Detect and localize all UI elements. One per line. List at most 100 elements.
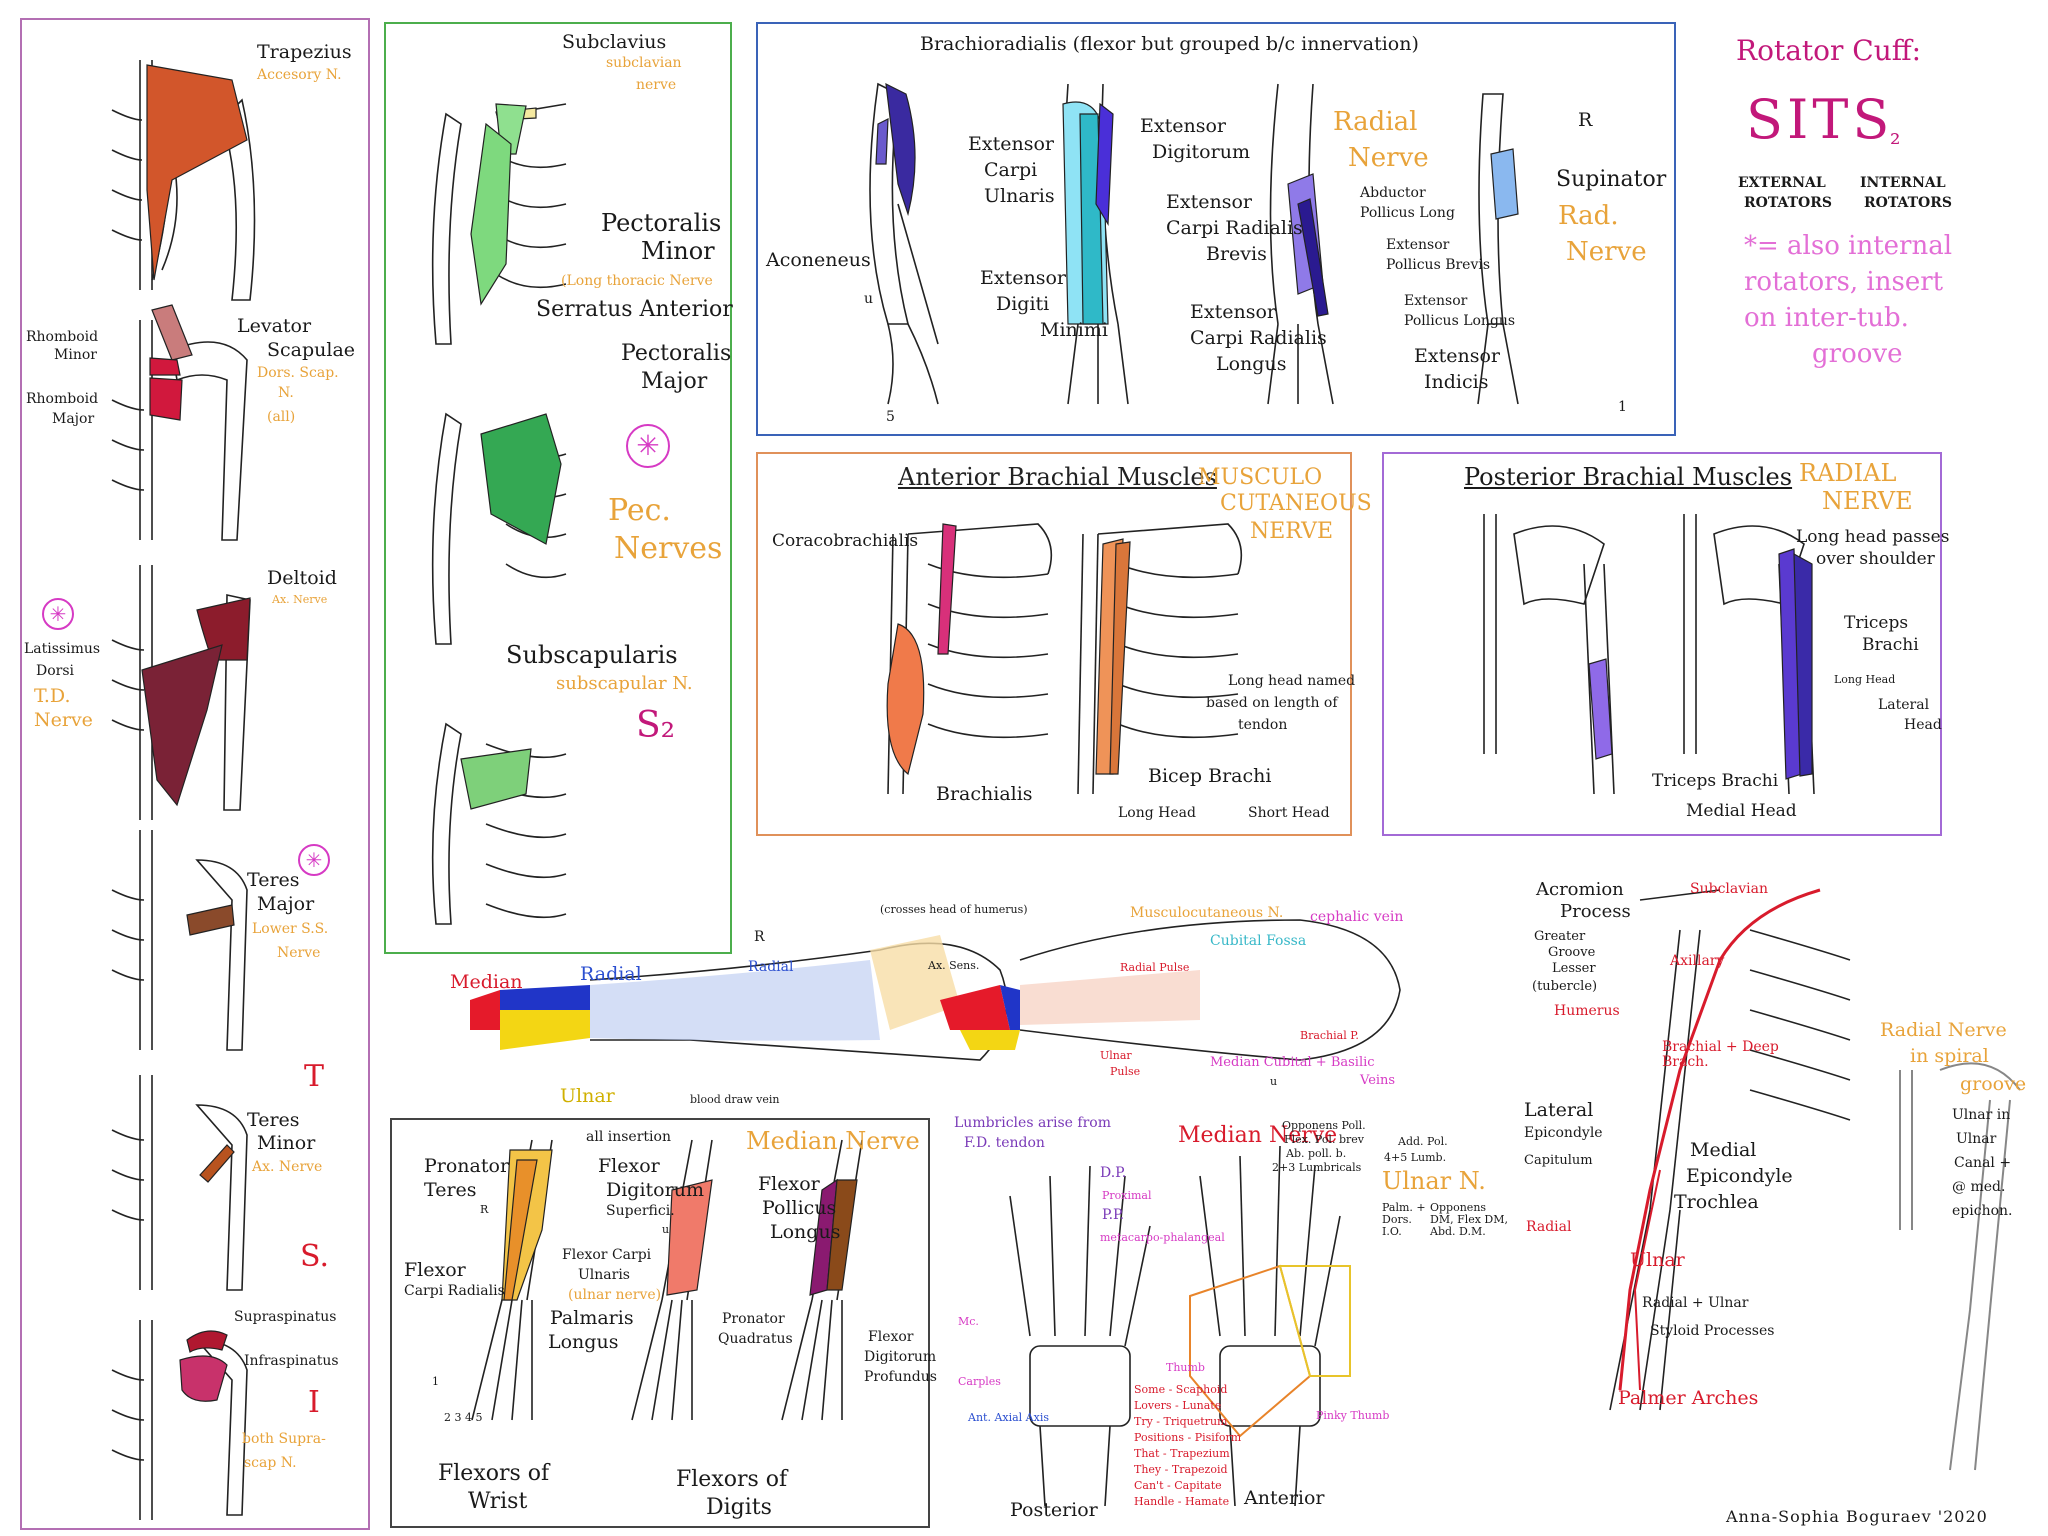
author-signature: Anna-Sophia Boguraev '2020 [1726, 1507, 1988, 1526]
label-deltoid-nerve: Ax. Nerve [272, 593, 328, 606]
mnemonic-5: That - Trapezium [1134, 1447, 1230, 1460]
external-rotators-2: ROTATORS [1744, 195, 1832, 211]
asterisk-icon: ✳ [298, 844, 330, 876]
coracobrachialis-muscle [937, 523, 957, 655]
label-brachialis: Brachialis [936, 783, 1033, 805]
subscapularis-muscle [460, 748, 532, 810]
label-acromion-2: Process [1560, 901, 1631, 922]
label-edm-3: Minimi [1040, 319, 1108, 341]
label-teres: Teres [247, 869, 300, 891]
sits-acronym: SITS [1746, 88, 1894, 151]
label-anterior: Anterior [1244, 1487, 1325, 1509]
label-r: R [754, 929, 765, 945]
label-supinator: Supinator [1556, 167, 1667, 192]
label-pec-major-1: Pectoralis [621, 341, 732, 366]
label-radial: RADIAL [1799, 459, 1897, 487]
label-scap-n: scap N. [244, 1455, 297, 1471]
panel-posterior-brachial: Posterior Brachial Muscles RADIAL NERVE … [1382, 452, 1949, 836]
label-ecrb-3: Brevis [1206, 243, 1267, 265]
label-medial-1: Medial [1690, 1139, 1757, 1161]
posterior-brachial-figures [1483, 514, 1815, 795]
label-rad: Rad. [1558, 201, 1619, 231]
label-musc-nerve: NERVE [1250, 519, 1334, 544]
label-right-side: R [1578, 109, 1593, 131]
extensor-digitorum-line [1095, 102, 1114, 227]
label-ab-poll: Ab. poll. b. [1286, 1147, 1347, 1160]
label-cephalic: cephalic vein [1310, 909, 1404, 925]
pectoral-figures [431, 103, 567, 925]
supinator-muscle [1490, 148, 1519, 220]
panel-back-muscles: Trapezius Accesory N. Levator Scapulae D… [20, 18, 370, 1530]
label-fcu-3: (ulnar nerve) [568, 1287, 662, 1303]
label-subclavian: Subclavian [1690, 881, 1768, 897]
label-major: Major [257, 893, 315, 915]
label-long-head: Long Head [1118, 805, 1196, 821]
label-fds-3: Superfici. [606, 1203, 675, 1219]
label-fds-2: Digitorum [606, 1179, 704, 1201]
label-styloid-2: Styloid Processes [1650, 1323, 1775, 1339]
label-subclavian-nerve: subclavian [606, 55, 682, 71]
label-median-nerve: Median Nerve [1178, 1123, 1338, 1148]
label-spiral-2: in spiral [1910, 1045, 1989, 1067]
label-fcr-2: Carpi Radialis [404, 1283, 505, 1299]
mnemonic-2: Lovers - Lunate [1134, 1399, 1222, 1412]
label-flex-r: R [480, 1203, 489, 1216]
label-rhomboid-major-1: Rhomboid [26, 391, 99, 407]
label-lateral-1: Lateral [1524, 1099, 1594, 1121]
note-line-2: rotators, insert [1744, 267, 1944, 297]
label-cubital: Cubital Fossa [1210, 933, 1307, 949]
label-ecu-1: Extensor [968, 133, 1054, 155]
back-muscle-figures [111, 60, 256, 1520]
label-u: u [1270, 1075, 1278, 1088]
label-musculocutaneous: Musculocutaneous N. [1130, 905, 1284, 921]
arm-outline-figures [470, 919, 1401, 1061]
label-ecu-3: Ulnaris [984, 185, 1055, 207]
label-all-insertion: all insertion [586, 1129, 671, 1145]
label-pq-1: Pronator [722, 1311, 785, 1327]
label-pec-minor-1: Pectoralis [601, 209, 722, 237]
label-flexors-digits-1: Flexors of [676, 1467, 788, 1492]
label-ulnar-pulse-1: Ulnar [1100, 1049, 1132, 1062]
anterior-brachial-figures [886, 523, 1243, 795]
label-pp: P.P. [1102, 1207, 1125, 1223]
label-posterior: Posterior [1010, 1499, 1098, 1521]
label-ant-axial: Ant. Axial Axis [968, 1411, 1049, 1424]
label-veins: Veins [1360, 1073, 1396, 1088]
label-pec-major-2: Major [641, 369, 708, 394]
label-fcu-2: Ulnaris [578, 1267, 630, 1283]
label-epl-2: Pollicus Longus [1404, 313, 1516, 329]
label-brachial: Brachial + Deep Brach. [1662, 1039, 1779, 1071]
label-cutaneous: CUTANEOUS [1220, 491, 1372, 516]
label-fdp-1: Flexor [868, 1329, 914, 1345]
label-pl-2: Longus [548, 1331, 619, 1353]
label-digit-numbers: 2 3 4 5 [444, 1411, 483, 1424]
label-ed-2: Digitorum [1152, 141, 1250, 163]
label-five: 5 [886, 409, 895, 425]
label-dorsi: Dorsi [36, 663, 75, 679]
label-blood: blood draw vein [690, 1093, 780, 1106]
posterior-title: Posterior Brachial Muscles [1464, 463, 1793, 491]
label-pec-nerves: Nerves [614, 531, 723, 566]
label-ax-sens: Ax. Sens. [928, 959, 980, 972]
label-td-nerve: Nerve [34, 709, 93, 731]
label-dp: D.P. [1100, 1165, 1127, 1181]
label-coracobrachialis: Coracobrachialis [772, 531, 919, 551]
brachialis-muscle [886, 623, 925, 776]
label-spiral-3: groove [1960, 1073, 2027, 1095]
label-both-supra: both Supra- [242, 1431, 326, 1447]
label-pq-2: Quadratus [718, 1331, 793, 1347]
label-ei-2: Indicis [1424, 371, 1489, 393]
label-capitulum: Capitulum [1524, 1153, 1593, 1168]
flexor-figures [471, 1139, 863, 1421]
mnemonic-4: Positions - Pisiform [1134, 1431, 1242, 1444]
label-radial: Radial [1526, 1219, 1572, 1235]
label-edm-2: Digiti [996, 293, 1050, 315]
label-rad-nerve: Nerve [1566, 237, 1647, 267]
note-line-3: on inter-tub. [1744, 303, 1909, 333]
label-minor: Minor [257, 1132, 316, 1154]
label-ulnar-nerve-4: @ med. [1952, 1179, 2006, 1195]
label-fpl-3: Longus [770, 1221, 841, 1243]
label-pronator-teres-1: Pronator [424, 1155, 510, 1177]
label-nerve: nerve [636, 77, 677, 93]
label-infraspinatus: Infraspinatus [244, 1353, 339, 1369]
